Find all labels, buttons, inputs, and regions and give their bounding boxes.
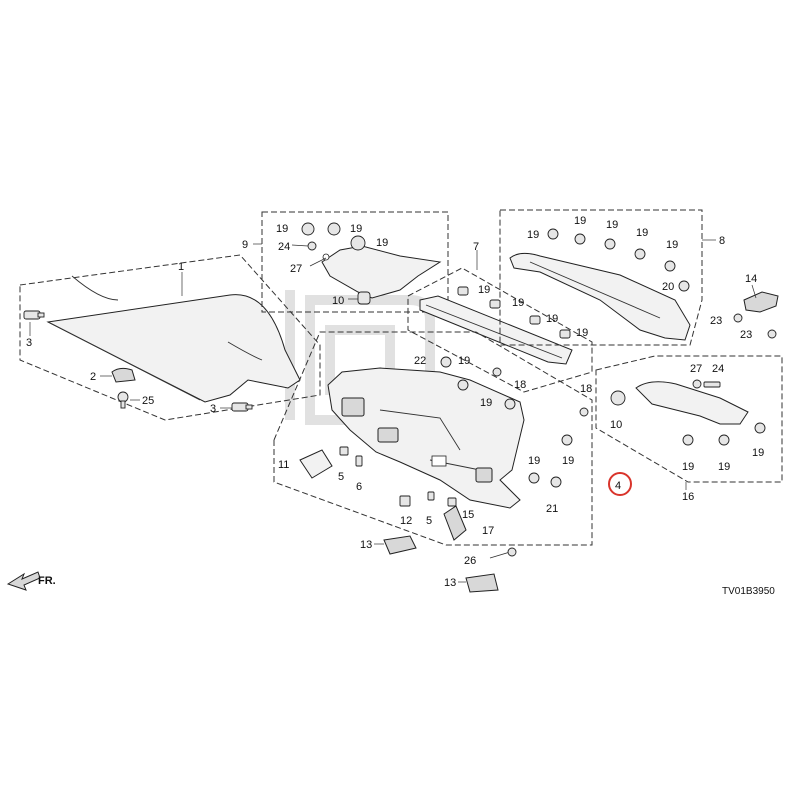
callout-5b: 5: [426, 515, 432, 527]
group-7: [407, 250, 593, 393]
callout-14: 14: [745, 273, 757, 285]
callout-19d: 19: [478, 284, 490, 296]
front-label: FR.: [38, 575, 56, 587]
group-9: [253, 211, 449, 313]
screw-26: [489, 547, 517, 559]
lamp-13-lower: [458, 573, 499, 593]
callout-20: 20: [662, 281, 674, 293]
callout-16: 16: [682, 491, 694, 503]
callout-21: 21: [546, 503, 558, 515]
screw-25: [117, 391, 129, 409]
callout-9: 9: [242, 239, 248, 251]
callout-19e: 19: [512, 297, 524, 309]
callout-10b: 10: [610, 419, 622, 431]
callout-26: 26: [464, 555, 476, 567]
callout-17: 17: [482, 525, 494, 537]
callout-19o: 19: [528, 455, 540, 467]
callout-12: 12: [400, 515, 412, 527]
callout-1: 1: [178, 261, 184, 273]
callout-24a: 24: [278, 241, 290, 253]
callout-19p: 19: [562, 455, 574, 467]
callout-19q: 19: [682, 461, 694, 473]
group-tonneau-cover: [19, 254, 321, 421]
callout-19j: 19: [606, 219, 618, 231]
callout-10a: 10: [332, 295, 344, 307]
callout-2: 2: [90, 371, 96, 383]
hook-2: [111, 367, 136, 383]
bracket-14: [733, 284, 779, 339]
handle-17: [443, 505, 467, 541]
callout-labels: 1 2 3 3 25 9 19 19 24 19 27 10 7 19 19 1…: [26, 215, 775, 597]
callout-3b: 3: [210, 403, 216, 415]
callout-15: 15: [462, 509, 474, 521]
callout-6: 6: [356, 481, 362, 493]
callout-5a: 5: [338, 471, 344, 483]
callout-19i: 19: [574, 215, 586, 227]
callout-27a: 27: [290, 263, 302, 275]
callout-8: 8: [719, 235, 725, 247]
callout-7: 7: [473, 241, 479, 253]
highlight-circle: [608, 472, 632, 496]
lamp-13-upper: [374, 535, 417, 555]
callout-19f: 19: [546, 313, 558, 325]
callout-18b: 18: [580, 383, 592, 395]
callout-25: 25: [142, 395, 154, 407]
callout-19s: 19: [752, 447, 764, 459]
cover-11: [299, 449, 333, 479]
pin-3-left: [23, 310, 45, 320]
group-16: [595, 355, 783, 490]
callout-19m: 19: [458, 355, 470, 367]
callout-19l: 19: [666, 239, 678, 251]
group-4-tailgate-lining: [273, 331, 593, 546]
callout-3a: 3: [26, 337, 32, 349]
callout-23a: 23: [710, 315, 722, 327]
callout-13b: 13: [444, 577, 456, 589]
callout-19r: 19: [718, 461, 730, 473]
callout-23b: 23: [740, 329, 752, 341]
callout-19c: 19: [376, 237, 388, 249]
callout-19b: 19: [350, 223, 362, 235]
callout-19n: 19: [480, 397, 492, 409]
callout-24b: 24: [712, 363, 724, 375]
callout-4: 4: [615, 480, 621, 492]
callout-11: 11: [278, 459, 289, 471]
callout-13a: 13: [360, 539, 372, 551]
callout-27b: 27: [690, 363, 702, 375]
callout-19k: 19: [636, 227, 648, 239]
callout-19a: 19: [276, 223, 288, 235]
callout-19h: 19: [527, 229, 539, 241]
callout-22: 22: [414, 355, 426, 367]
group-8: [499, 209, 716, 346]
front-arrow: [6, 571, 41, 591]
callout-19g: 19: [576, 327, 588, 339]
callout-18a: 18: [514, 379, 526, 391]
pin-3-right: [231, 402, 253, 412]
drawing-code: TV01B3950: [722, 586, 775, 597]
